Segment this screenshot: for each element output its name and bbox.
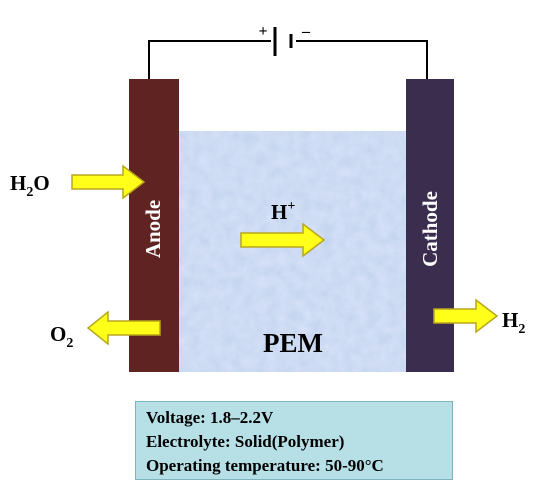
battery-symbol	[273, 27, 293, 56]
hydrogen-outlet-arrow	[433, 298, 499, 334]
water-inlet-label: H2O	[10, 171, 50, 200]
battery-plus-sign: +	[258, 23, 267, 40]
oxygen-outlet-label: O2	[50, 322, 73, 351]
battery-minus-sign: –	[301, 23, 311, 40]
oxygen-outlet-arrow	[86, 310, 161, 346]
operating-conditions-box: Voltage: 1.8–2.2V Electrolyte: Solid(Pol…	[135, 401, 453, 480]
cathode-label: Cathode	[418, 191, 442, 267]
proton-flow-arrow	[240, 222, 326, 258]
water-inlet-arrow	[71, 164, 146, 200]
temperature-text: Operating temperature: 50-90°C	[146, 456, 384, 475]
hydrogen-outlet-label: H2	[502, 308, 525, 337]
circuit-wire	[148, 40, 428, 79]
pem-label: PEM	[263, 328, 323, 358]
electrolyte-text: Electrolyte: Solid(Polymer)	[146, 432, 345, 451]
anode-label: Anode	[141, 200, 165, 258]
voltage-text: Voltage: 1.8–2.2V	[146, 408, 274, 427]
proton-label: H+	[271, 199, 295, 224]
pem-membrane-texture	[179, 131, 406, 372]
